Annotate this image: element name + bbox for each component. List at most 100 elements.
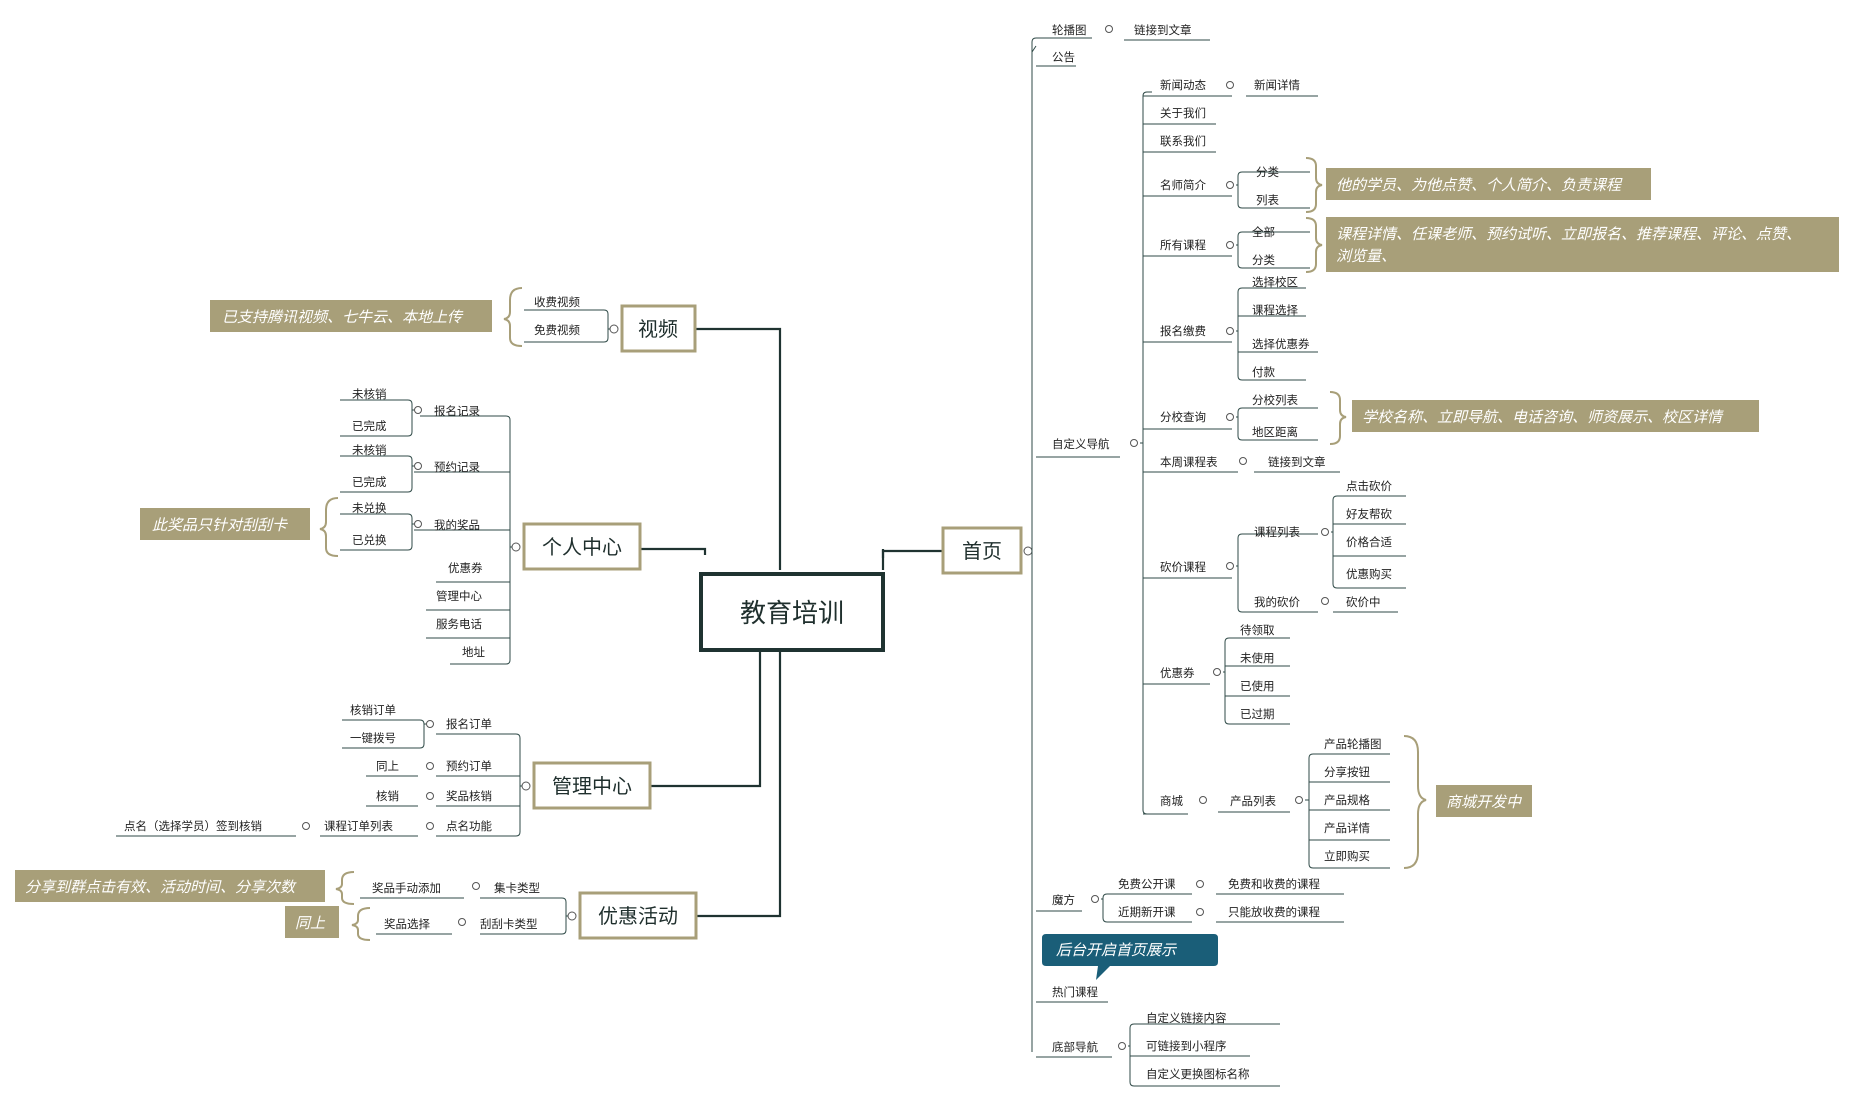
home-topic[interactable]: 首页 xyxy=(941,526,1023,575)
collapse-knob[interactable] xyxy=(1226,413,1234,421)
collapse-knob[interactable] xyxy=(511,542,521,552)
recent-desc-node[interactable]: 只能放收费的课程 xyxy=(1228,905,1320,919)
coupon-node[interactable]: 优惠券 xyxy=(1160,666,1195,680)
prize-verify-node[interactable]: 奖品核销 xyxy=(446,789,492,803)
product-item[interactable]: 产品轮播图 xyxy=(1324,737,1382,751)
news-detail-node[interactable]: 新闻详情 xyxy=(1254,78,1300,92)
about-node[interactable]: 关于我们 xyxy=(1160,106,1206,120)
collapse-knob[interactable] xyxy=(302,822,310,830)
courses-category-node[interactable]: 分类 xyxy=(1252,253,1275,267)
bargaining-node[interactable]: 砍价中 xyxy=(1346,595,1381,609)
collapse-knob[interactable] xyxy=(426,762,434,770)
bargain-item[interactable]: 点击砍价 xyxy=(1346,479,1392,493)
free-video-node[interactable]: 免费视频 xyxy=(534,323,580,337)
product-item[interactable]: 产品详情 xyxy=(1324,821,1370,835)
hot-courses-node[interactable]: 热门课程 xyxy=(1052,985,1098,999)
teachers-node[interactable]: 名师简介 xyxy=(1160,178,1206,192)
courses-note[interactable]: 课程详情、任课老师、预约试听、立即报名、推荐课程、评论、点赞、 浏览量、 xyxy=(1326,217,1839,272)
signup-done-node[interactable]: 已完成 xyxy=(352,419,387,433)
booking-same-node[interactable]: 同上 xyxy=(376,759,399,773)
carousel-node[interactable]: 轮播图 xyxy=(1052,23,1087,37)
courses-all-node[interactable]: 全部 xyxy=(1252,225,1275,239)
verify-node[interactable]: 核销 xyxy=(376,789,399,803)
collapse-knob[interactable] xyxy=(1295,796,1303,804)
coupon-item[interactable]: 已过期 xyxy=(1240,707,1275,721)
teachers-note[interactable]: 他的学员、为他点赞、个人简介、负责课程 xyxy=(1326,168,1651,200)
card-type-node[interactable]: 集卡类型 xyxy=(494,881,540,895)
carousel-link-node[interactable]: 链接到文章 xyxy=(1134,23,1192,37)
free-open-node[interactable]: 免费公开课 xyxy=(1118,877,1176,891)
prize-redeemed-node[interactable]: 已兑换 xyxy=(352,533,387,547)
collapse-knob[interactable] xyxy=(1196,908,1204,916)
signup-item[interactable]: 选择校区 xyxy=(1252,275,1298,289)
signup-record-node[interactable]: 报名记录 xyxy=(434,404,480,418)
signup-node[interactable]: 报名缴费 xyxy=(1160,324,1206,338)
coupon-item[interactable]: 已使用 xyxy=(1240,679,1275,693)
collapse-knob[interactable] xyxy=(414,406,422,414)
coupon-item[interactable]: 未使用 xyxy=(1240,651,1275,665)
prize-note[interactable]: 此奖品只针对刮刮卡 xyxy=(140,508,310,540)
collapse-knob[interactable] xyxy=(414,520,422,528)
signup-item[interactable]: 选择优惠券 xyxy=(1252,337,1310,351)
bargain-item[interactable]: 好友帮砍 xyxy=(1346,507,1392,521)
custom-nav-node[interactable]: 自定义导航 xyxy=(1052,437,1110,451)
collapse-knob[interactable] xyxy=(1213,668,1221,676)
coupon-item[interactable]: 待领取 xyxy=(1240,623,1275,637)
collapse-knob[interactable] xyxy=(1226,181,1234,189)
collapse-knob[interactable] xyxy=(1023,546,1033,556)
course-orders-node[interactable]: 课程订单列表 xyxy=(324,819,393,833)
collapse-knob[interactable] xyxy=(609,324,619,334)
my-bargain-node[interactable]: 我的砍价 xyxy=(1254,595,1300,609)
collapse-knob[interactable] xyxy=(458,918,466,926)
verify-order-node[interactable]: 核销订单 xyxy=(350,703,396,717)
branch-note[interactable]: 学校名称、立即导航、电话咨询、师资展示、校区详情 xyxy=(1352,400,1759,432)
address-node[interactable]: 地址 xyxy=(462,645,485,659)
booking-unverified-node[interactable]: 未核销 xyxy=(352,443,387,457)
paid-video-node[interactable]: 收费视频 xyxy=(534,295,580,309)
rollcall-desc-node[interactable]: 点名（选择学员）签到核销 xyxy=(124,819,262,833)
notice-node[interactable]: 公告 xyxy=(1052,50,1075,64)
branch-list-node[interactable]: 分校列表 xyxy=(1252,393,1298,407)
news-node[interactable]: 新闻动态 xyxy=(1160,78,1206,92)
bargain-course-list-node[interactable]: 课程列表 xyxy=(1254,525,1300,539)
collapse-knob[interactable] xyxy=(567,911,577,921)
shop-node[interactable]: 商城 xyxy=(1160,794,1183,808)
weekly-link-node[interactable]: 链接到文章 xyxy=(1268,455,1326,469)
one-key-dial-node[interactable]: 一键拨号 xyxy=(350,731,396,745)
card-add-node[interactable]: 奖品手动添加 xyxy=(372,881,441,895)
bargain-node[interactable]: 砍价课程 xyxy=(1160,560,1206,574)
branch-distance-node[interactable]: 地区距离 xyxy=(1252,425,1298,439)
teachers-category-node[interactable]: 分类 xyxy=(1256,165,1279,179)
collapse-knob[interactable] xyxy=(1226,81,1234,89)
collapse-knob[interactable] xyxy=(1118,1042,1126,1050)
bargain-item[interactable]: 价格合适 xyxy=(1346,535,1392,549)
booking-record-node[interactable]: 预约记录 xyxy=(434,460,480,474)
product-item[interactable]: 立即购买 xyxy=(1324,849,1370,863)
collapse-knob[interactable] xyxy=(1226,562,1234,570)
signup-order-node[interactable]: 报名订单 xyxy=(446,717,492,731)
magic-node[interactable]: 魔方 xyxy=(1052,893,1075,907)
personal-center-topic[interactable]: 个人中心 xyxy=(522,522,642,571)
bargain-item[interactable]: 优惠购买 xyxy=(1346,567,1392,581)
collapse-knob[interactable] xyxy=(1321,528,1329,536)
courses-node[interactable]: 所有课程 xyxy=(1160,238,1206,252)
product-item[interactable]: 产品规格 xyxy=(1324,793,1370,807)
bottom-nav-item[interactable]: 可链接到小程序 xyxy=(1146,1039,1227,1053)
bottom-nav-item[interactable]: 自定义链接内容 xyxy=(1146,1011,1227,1025)
collapse-knob[interactable] xyxy=(1226,241,1234,249)
scratch-note[interactable]: 同上 xyxy=(285,906,339,938)
scratch-type-node[interactable]: 刮刮卡类型 xyxy=(480,917,538,931)
collapse-knob[interactable] xyxy=(1226,327,1234,335)
recent-node[interactable]: 近期新开课 xyxy=(1118,905,1176,919)
teachers-list-node[interactable]: 列表 xyxy=(1256,193,1279,207)
manage-center-topic[interactable]: 管理中心 xyxy=(532,761,652,810)
booking-order-node[interactable]: 预约订单 xyxy=(446,759,492,773)
video-note[interactable]: 已支持腾讯视频、七牛云、本地上传 xyxy=(210,300,492,332)
root-node[interactable]: 教育培训 xyxy=(699,572,885,652)
contact-node[interactable]: 联系我们 xyxy=(1160,134,1206,148)
scratch-select-node[interactable]: 奖品选择 xyxy=(384,917,430,931)
collapse-knob[interactable] xyxy=(1091,895,1099,903)
collapse-knob[interactable] xyxy=(426,822,434,830)
promotions-topic[interactable]: 优惠活动 xyxy=(578,891,698,940)
collapse-knob[interactable] xyxy=(1196,880,1204,888)
